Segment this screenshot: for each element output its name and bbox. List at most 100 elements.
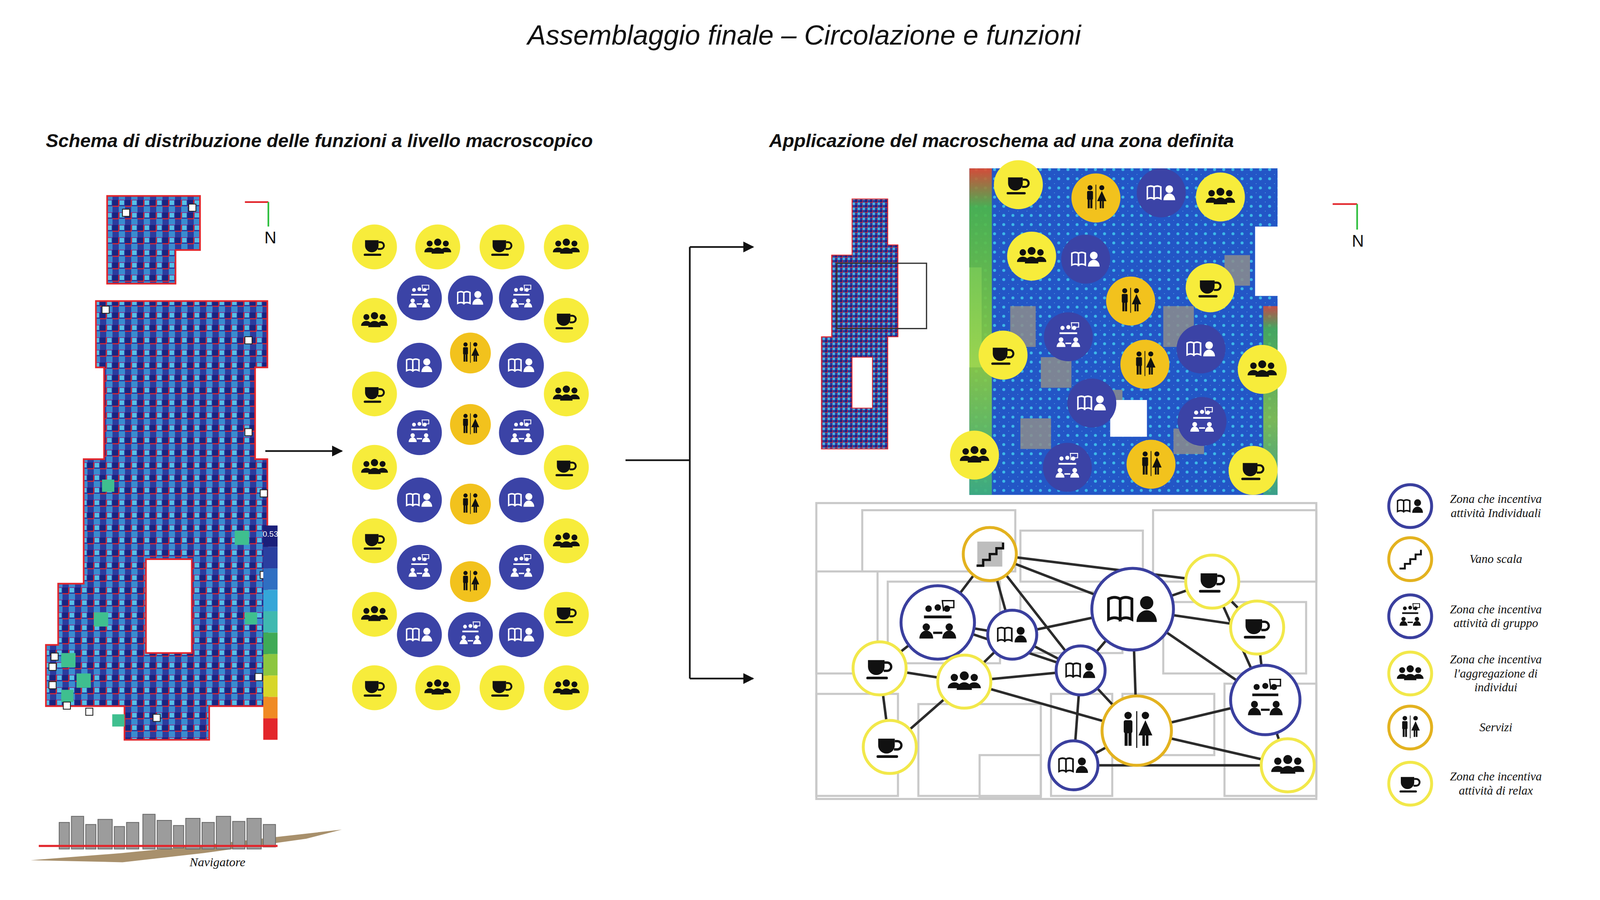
map-cell xyxy=(234,530,249,545)
icon-ind xyxy=(1397,499,1423,513)
icon-grp xyxy=(960,445,990,463)
function-disc xyxy=(479,665,525,711)
legend-symbol xyxy=(1388,484,1432,528)
map-cell xyxy=(245,336,253,344)
function-disc xyxy=(543,297,589,343)
graph-circle xyxy=(937,655,991,708)
legend-text: Zona che incentiva l'aggregazione di ind… xyxy=(1433,652,1559,695)
icon-meet xyxy=(1399,603,1421,626)
function-disc xyxy=(397,342,443,388)
building-block xyxy=(1040,357,1072,388)
function-disc xyxy=(397,477,443,523)
function-disc xyxy=(543,518,589,564)
icon-ind xyxy=(1071,251,1100,267)
graph-circle xyxy=(852,641,906,695)
scale-segment xyxy=(263,675,278,697)
icon-cup xyxy=(866,660,892,680)
graph-circle xyxy=(987,610,1038,660)
function-disc xyxy=(543,371,589,417)
icon-wc xyxy=(462,570,480,592)
compass-east xyxy=(245,201,269,203)
function-disc xyxy=(397,545,443,590)
function-disc xyxy=(1185,263,1235,313)
function-disc xyxy=(415,665,461,711)
function-disc xyxy=(352,297,398,343)
heat-map-zoom xyxy=(969,168,1278,495)
locator-map xyxy=(821,199,898,450)
function-disc xyxy=(543,591,589,637)
legend-text: Zona che incentiva attività di relax xyxy=(1433,769,1559,798)
icon-wc xyxy=(1121,287,1142,313)
map-cell xyxy=(61,652,76,668)
icon-ind xyxy=(508,627,535,642)
map-cell xyxy=(85,708,93,716)
graph-circle xyxy=(963,527,1017,581)
function-disc xyxy=(447,612,493,658)
graph-circle xyxy=(1049,740,1099,790)
function-disc xyxy=(543,224,589,270)
map-cell xyxy=(93,612,108,627)
icon-grp xyxy=(360,459,388,475)
graph-circle xyxy=(863,720,917,774)
function-disc xyxy=(1043,312,1093,362)
icon-cup xyxy=(1241,462,1264,480)
graph-circle xyxy=(1056,645,1106,695)
function-disc xyxy=(499,410,545,455)
icon-meet xyxy=(408,285,431,308)
flow-arrow xyxy=(690,246,754,248)
icon-cup xyxy=(1006,177,1029,195)
map-cell xyxy=(255,673,263,681)
function-disc xyxy=(1120,340,1170,390)
icon-meet xyxy=(1190,407,1214,432)
graph-circle xyxy=(1102,695,1172,766)
scale-segment xyxy=(263,632,278,654)
icon-cup xyxy=(363,387,384,403)
legend-text: Vano scala xyxy=(1433,552,1559,566)
building xyxy=(216,816,231,849)
scale-segment xyxy=(263,590,278,612)
north-label: N xyxy=(264,228,277,248)
icon-grp xyxy=(1271,755,1305,774)
function-disc xyxy=(352,518,398,564)
icon-grp xyxy=(552,532,580,548)
function-disc xyxy=(352,445,398,490)
icon-ind xyxy=(1077,395,1106,411)
function-disc xyxy=(1195,172,1245,222)
building xyxy=(185,818,200,849)
section-heading: Schema di distribuzione delle funzioni a… xyxy=(45,130,593,152)
building xyxy=(71,816,84,849)
function-disc xyxy=(415,224,461,270)
graph-circle xyxy=(1261,738,1315,792)
legend-symbol xyxy=(1388,595,1432,638)
icon-meet xyxy=(459,622,482,645)
icon-stair xyxy=(1399,550,1421,569)
function-disc xyxy=(1228,445,1278,495)
icon-cup xyxy=(1199,573,1225,593)
icon-cup xyxy=(491,240,512,256)
icon-meet xyxy=(919,600,957,639)
icon-cup xyxy=(1198,280,1221,298)
heat-map xyxy=(45,300,268,740)
function-disc xyxy=(1042,442,1093,493)
section-line xyxy=(38,845,278,848)
building xyxy=(263,824,276,848)
function-disc xyxy=(352,591,398,637)
icon-ind xyxy=(406,358,433,373)
icon-ind xyxy=(457,291,483,305)
locator-frame xyxy=(836,263,927,329)
graph-circle xyxy=(1091,568,1174,650)
icon-cup xyxy=(876,738,902,758)
icon-cup xyxy=(555,460,576,476)
map-cell xyxy=(63,702,71,710)
function-disc xyxy=(499,612,545,658)
icon-ind xyxy=(1066,662,1096,678)
icon-ind xyxy=(1147,185,1175,201)
compass-north xyxy=(267,202,270,227)
building xyxy=(142,814,155,849)
icon-cup xyxy=(363,534,384,550)
map-cell xyxy=(112,714,125,727)
legend-text: Zona che incentiva attività Individuali xyxy=(1433,492,1559,520)
function-disc xyxy=(1177,397,1227,447)
graph-circle xyxy=(900,585,975,660)
icon-ind xyxy=(997,627,1027,643)
